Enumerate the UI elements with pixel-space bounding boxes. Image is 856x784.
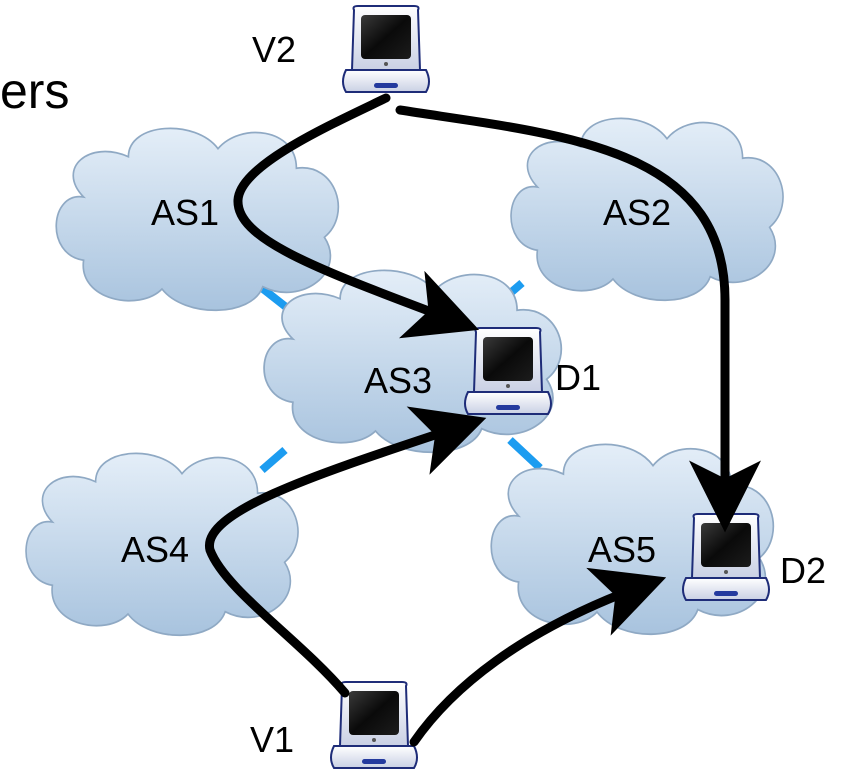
path-v2-to-d1 — [233, 93, 480, 339]
link-as4-as3 — [259, 446, 288, 474]
laptop-icon — [682, 513, 770, 601]
link-as5-as3 — [507, 437, 543, 471]
as1-label: AS1 — [151, 192, 219, 233]
laptop-icon — [342, 5, 430, 93]
d1-label: D1 — [555, 357, 601, 398]
d2-label: D2 — [780, 550, 826, 591]
as2-label: AS2 — [603, 192, 671, 233]
v2-label: V2 — [252, 29, 296, 70]
host-v2: V2 — [252, 5, 430, 93]
path-v2-to-d2 — [395, 105, 761, 533]
cloud-as1: AS1 — [55, 127, 340, 312]
as4-label: AS4 — [121, 529, 189, 570]
cloud-as3: AS3 — [263, 269, 563, 454]
v1-label: V1 — [250, 719, 294, 760]
host-v1: V1 — [250, 681, 418, 769]
cloud-as5: AS5 — [490, 443, 775, 636]
as3-label: AS3 — [364, 360, 432, 401]
path-v1-to-d1 — [205, 406, 487, 698]
as5-label: AS5 — [588, 529, 656, 570]
cloud-as2: AS2 — [510, 117, 784, 302]
laptop-icon — [464, 327, 552, 415]
cloud-as4: AS4 — [25, 452, 299, 637]
attack-paths — [205, 93, 761, 747]
path-v1-to-d2 — [409, 567, 667, 747]
slide-title-fragment: ers — [0, 63, 69, 119]
host-d1: D1 — [464, 327, 601, 415]
host-d2: D2 — [682, 513, 826, 601]
